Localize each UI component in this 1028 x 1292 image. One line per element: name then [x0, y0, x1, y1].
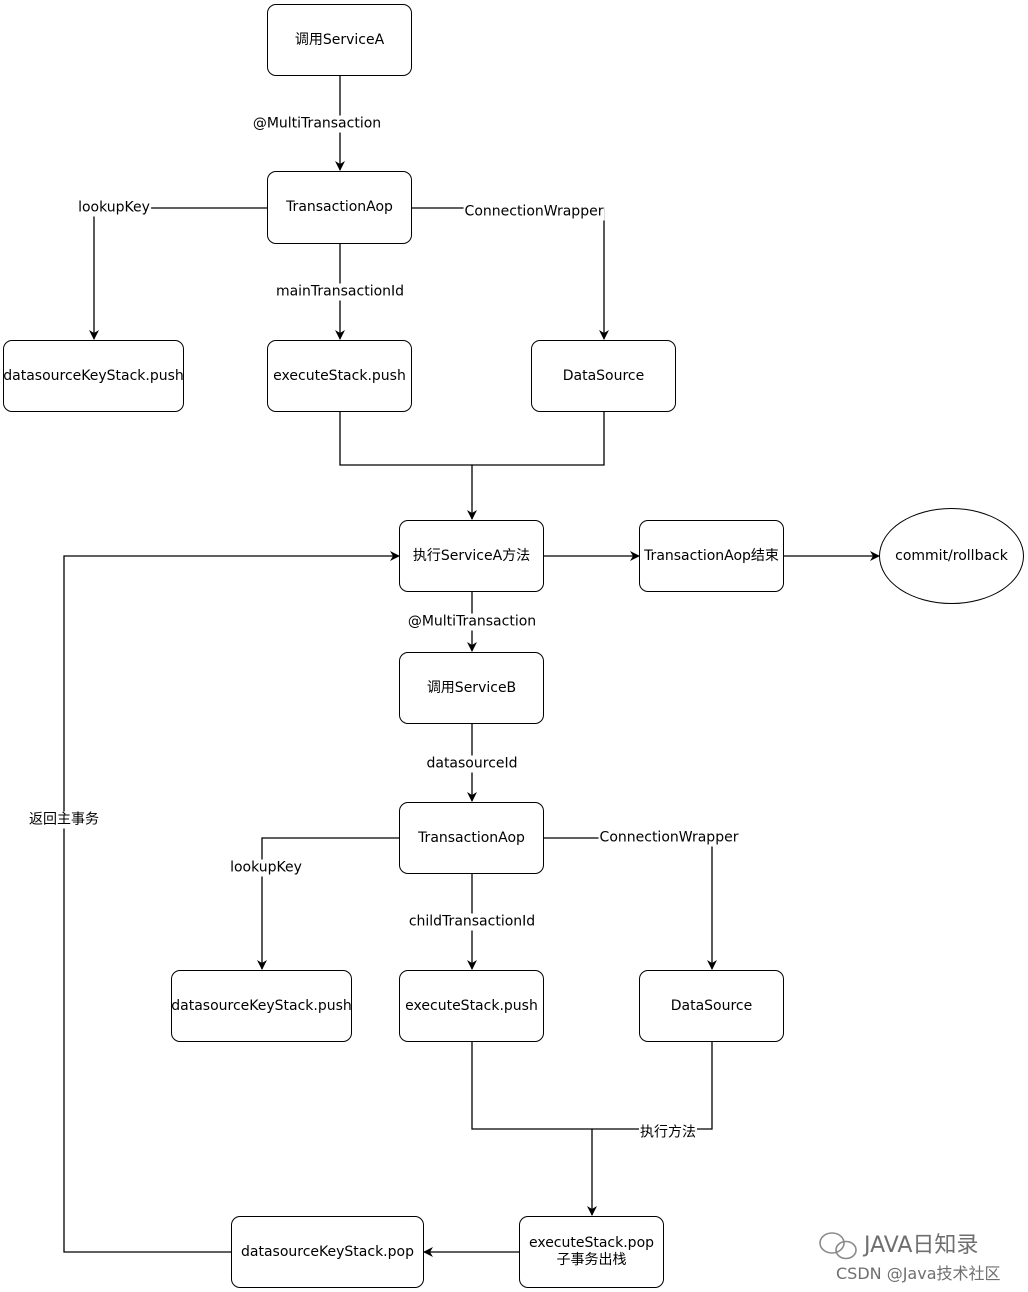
edge-aop1-to-keypush1 [89, 207, 267, 340]
edge-label-execute-method: 执行方法 [639, 1124, 697, 1142]
call-service-b-node: 调用ServiceB [399, 652, 544, 724]
execute-service-a-node: 执行ServiceA方法 [399, 520, 544, 592]
call-service-b-label: 调用ServiceB [426, 679, 517, 696]
edge-label-connection-wrapper-2: ConnectionWrapper [598, 829, 740, 847]
edge-label-multi-transaction-2: @MultiTransaction [406, 613, 538, 631]
execute-service-a-label: 执行ServiceA方法 [412, 547, 531, 564]
datasource-label-1: DataSource [562, 367, 645, 384]
execute-stack-push-label-1: executeStack.push [273, 367, 406, 384]
edge-label-lookup-key-2: lookupKey [229, 859, 303, 877]
edge-aop1-to-ds1 [412, 207, 609, 340]
execute-stack-pop-node: executeStack.pop 子事务出栈 [519, 1216, 664, 1288]
edge-label-connection-wrapper-1: ConnectionWrapper [463, 203, 605, 221]
edge-label-return-main-transaction: 返回主事务 [28, 811, 100, 829]
datasource-key-stack-pop-label: datasourceKeyStack.pop [241, 1243, 414, 1260]
datasource-key-stack-pop-node: datasourceKeyStack.pop [231, 1216, 424, 1288]
datasource-label-2: DataSource [670, 997, 753, 1014]
datasource-key-stack-push-label-2: datasourceKeyStack.push [171, 997, 352, 1014]
datasource-node-1: DataSource [531, 340, 676, 412]
execute-stack-push-label-2: executeStack.push [405, 997, 538, 1014]
commit-rollback-label: commit/rollback [895, 547, 1008, 564]
edge-merge-1 [339, 412, 605, 466]
edge-label-child-transaction-id: childTransactionId [407, 913, 537, 931]
datasource-key-stack-push-node-2: datasourceKeyStack.push [171, 970, 352, 1042]
datasource-key-stack-push-node-1: datasourceKeyStack.push [3, 340, 184, 412]
edge-label-lookup-key-1: lookupKey [77, 199, 151, 217]
execute-stack-push-node-1: executeStack.push [267, 340, 412, 412]
edge-merge-2 [471, 1042, 713, 1130]
execute-stack-pop-label: executeStack.pop 子事务出栈 [528, 1235, 655, 1268]
edge-aop2-to-ds2 [544, 837, 717, 970]
execute-stack-push-node-2: executeStack.push [399, 970, 544, 1042]
commit-rollback-node: commit/rollback [879, 508, 1024, 604]
edge-return-main [63, 551, 400, 1253]
transaction-aop-end-label: TransactionAop结束 [644, 547, 779, 564]
call-service-a-node: 调用ServiceA [267, 4, 412, 76]
edge-label-main-transaction-id: mainTransactionId [274, 283, 406, 301]
call-service-a-label: 调用ServiceA [294, 31, 385, 48]
datasource-node-2: DataSource [639, 970, 784, 1042]
transaction-aop-node-1: TransactionAop [267, 171, 412, 244]
edge-aop2-to-keypush2 [257, 837, 399, 970]
watermark-brand: JAVA日知录 [864, 1233, 979, 1258]
edge-label-datasource-id: datasourceId [425, 755, 519, 773]
transaction-aop-label-1: TransactionAop [286, 199, 393, 215]
watermark-site: CSDN @Java技术社区 [836, 1264, 1001, 1283]
edge-label-multi-transaction-1: @MultiTransaction [251, 115, 383, 133]
transaction-aop-end-node: TransactionAop结束 [639, 520, 784, 592]
transaction-aop-node-2: TransactionAop [399, 802, 544, 874]
datasource-key-stack-push-label-1: datasourceKeyStack.push [3, 367, 184, 384]
wechat-logo-icon [819, 1232, 857, 1260]
transaction-aop-label-2: TransactionAop [418, 829, 525, 846]
